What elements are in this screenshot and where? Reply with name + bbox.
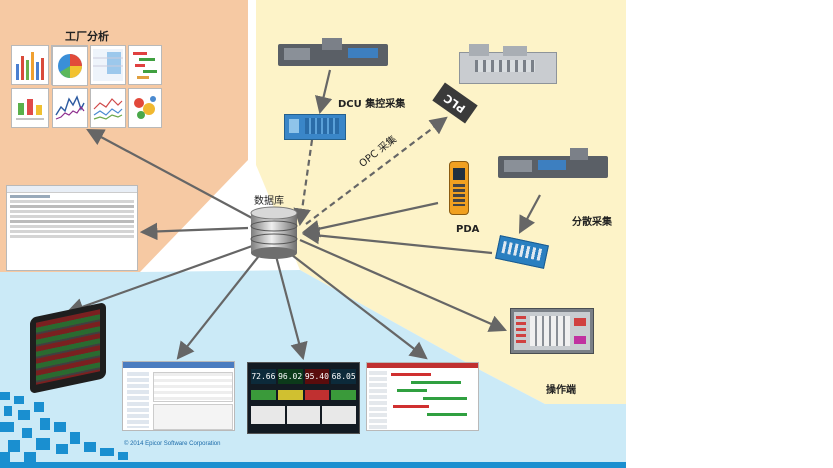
dashboard-reading-3: 95.40 [304, 369, 330, 384]
dcu-controller [284, 114, 346, 140]
line-chart-icon [55, 95, 85, 120]
chart-thumb-line [52, 88, 88, 128]
box-chart-icon [16, 99, 44, 120]
chart-thumb-boxplot [11, 88, 49, 128]
operator-panel [510, 308, 594, 354]
packaging-machine [455, 42, 559, 86]
scattered-collection-label: 分散采集 [572, 217, 612, 228]
chart-thumb-gantt [128, 45, 162, 85]
bottom-brand-strip [0, 462, 626, 468]
multi-line-chart-icon [93, 98, 123, 120]
gantt-schedule [366, 362, 479, 431]
arrow-dcu-to-db [293, 139, 314, 227]
dashboard-reading-4: 68.05 [331, 369, 356, 384]
chart-thumb-multiline [90, 88, 126, 128]
factory-analysis-label: 工厂分析 [65, 30, 109, 43]
chart-thumb-bubble-table [90, 45, 126, 85]
client-app-window [122, 361, 235, 431]
chart-thumb-pie-2 [52, 46, 88, 86]
bar-chart-icon [16, 52, 44, 80]
table-chart-icon [93, 49, 123, 81]
dashboard-reading-1: 72.66 [251, 369, 276, 384]
injection-machine-scattered [498, 148, 608, 184]
database-icon [250, 206, 298, 259]
pda-device [449, 161, 469, 215]
arrow-scattered-machine-to-module [518, 194, 541, 234]
bubble-chart-icon [134, 96, 156, 119]
arrow-db-to-factory-analysis [86, 128, 253, 219]
arrow-db-to-report [139, 222, 249, 241]
arrow-dcu-machine-to-controller [315, 69, 333, 115]
arrow-pda-to-db [301, 201, 439, 238]
data-collection-region [256, 0, 626, 404]
pie-chart-icon [58, 54, 82, 78]
pda-label: PDA [456, 224, 480, 235]
gantt-chart-icon [133, 52, 157, 79]
arrow-db-to-tablet [65, 243, 256, 316]
arrow-db-to-gantt [287, 251, 428, 360]
arrow-module-to-db [301, 226, 493, 255]
database-label: 数据库 [254, 196, 284, 207]
arrow-db-to-dashboard [274, 255, 308, 361]
arrow-db-to-client-app [176, 251, 263, 360]
tablet-device [30, 301, 106, 395]
copyright-text: © 2014 Epicor Software Corporation [124, 441, 221, 447]
chart-thumb-bar [11, 45, 49, 85]
epicor-pixel-logo [0, 392, 128, 462]
arrow-db-to-operator [299, 238, 508, 332]
chart-thumb-bubble [128, 88, 162, 128]
injection-machine-dcu [278, 38, 388, 72]
operator-terminal-label: 操作端 [546, 385, 576, 396]
dcu-label: DCU 集控采集 [338, 99, 406, 110]
dashboard-reading-2: 96.02 [277, 369, 303, 384]
dashboard-screen: 72.66 96.02 95.40 68.05 [247, 362, 360, 434]
report-document [6, 185, 138, 271]
